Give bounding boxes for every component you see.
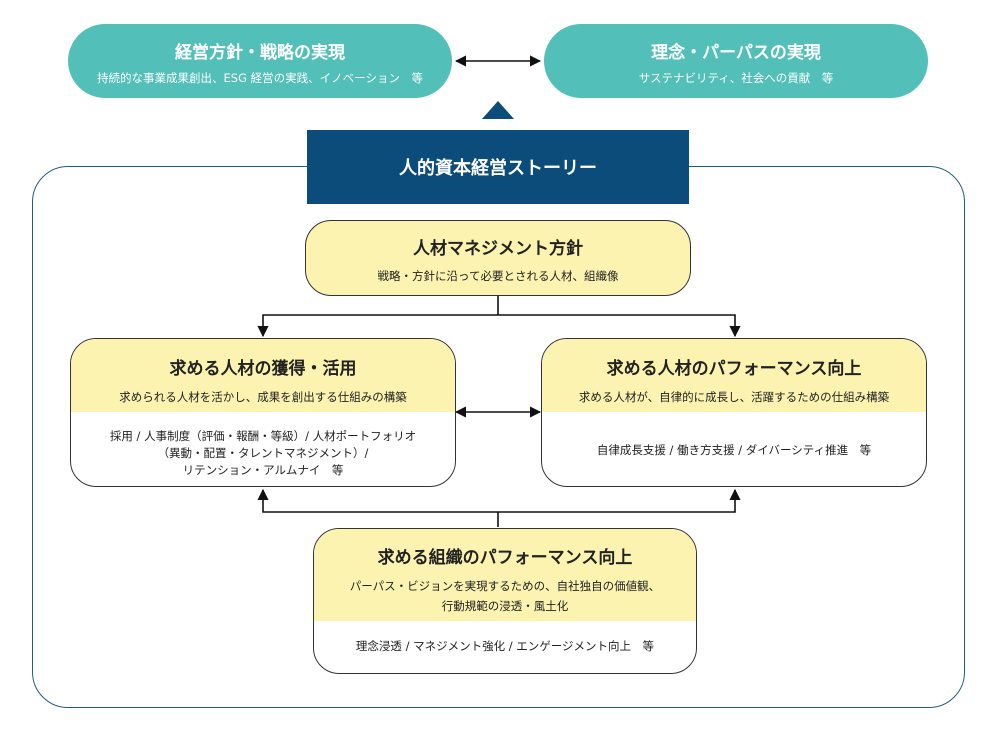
strategy-goal-pill: 経営方針・戦略の実現 持続的な事業成果創出、ESG 経営の実践、イノベーション …	[68, 24, 452, 98]
talent-acquisition-title: 求める人材の獲得・活用	[169, 359, 357, 379]
talent-performance-body: 自律成長支援 / 働き方支援 / ダイバーシティ推進 等	[596, 443, 872, 457]
talent-performance-subtitle: 求める人材が、自律的に成長し、活躍するための仕組み構築	[578, 390, 890, 404]
management-policy-title: 人材マネジメント方針	[413, 239, 583, 259]
management-policy-box: 人材マネジメント方針 戦略・方針に沿って必要とされる人材、組織像	[305, 220, 691, 296]
purpose-goal-pill: 理念・パーパスの実現 サステナビリティ、社会への貢献 等	[544, 24, 928, 98]
talent-acquisition-body-line: 採用 / 人事制度（評価・報酬・等級）/ 人材ポートフォリオ	[109, 429, 417, 443]
management-policy-subtitle: 戦略・方針に沿って必要とされる人材、組織像	[377, 269, 619, 283]
story-banner: 人的資本経営ストーリー	[307, 130, 689, 204]
talent-acquisition-subtitle: 求められる人材を活かし、成果を創出する仕組みの構築	[119, 390, 407, 404]
talent-acquisition-body-line: リテンション・アルムナイ 等	[182, 463, 344, 477]
organization-performance-subtitle-line: パーパス・ビジョンを実現するための、自社独自の価値観、	[349, 579, 661, 593]
strategy-goal-subtitle: 持続的な事業成果創出、ESG 経営の実践、イノベーション 等	[97, 71, 423, 85]
organization-split-connector	[262, 500, 736, 527]
purpose-goal-title: 理念・パーパスの実現	[651, 43, 821, 63]
talent-acquisition-body-line: （異動・配置・タレントマネジメント）/	[157, 446, 369, 460]
organization-performance-body: 理念浸透 / マネジメント強化 / エンゲージメント向上 等	[355, 639, 655, 653]
talent-performance-title: 求める人材のパフォーマンス向上	[606, 359, 862, 379]
management-split-connector	[262, 295, 736, 334]
organization-performance-subtitle-line: 行動規範の浸透・風土化	[441, 599, 569, 613]
organization-performance-title: 求める組織のパフォーマンス向上	[377, 548, 633, 568]
organization-performance-box: 求める組織のパフォーマンス向上 パーパス・ビジョンを実現するための、自社独自の価…	[313, 528, 697, 674]
talent-performance-box: 求める人材のパフォーマンス向上 求める人材が、自律的に成長し、活躍するための仕組…	[541, 338, 927, 487]
talent-acquisition-box: 求める人材の獲得・活用 求められる人材を活かし、成果を創出する仕組みの構築 採用…	[70, 338, 456, 487]
purpose-goal-subtitle: サステナビリティ、社会への貢献 等	[638, 71, 834, 85]
up-triangle-icon	[482, 101, 514, 119]
strategy-goal-title: 経営方針・戦略の実現	[175, 43, 345, 63]
